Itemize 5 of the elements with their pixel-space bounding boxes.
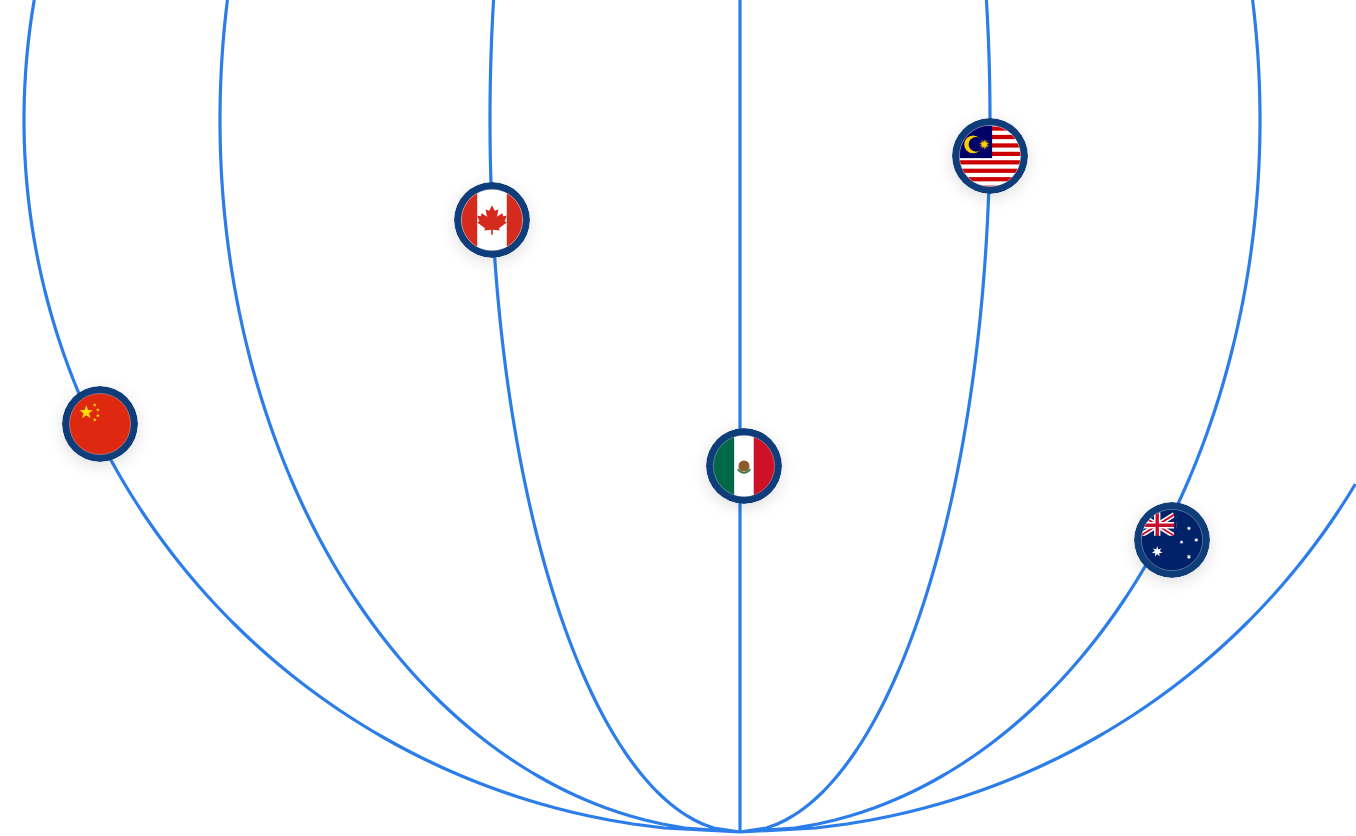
australia-flag-icon xyxy=(1134,502,1210,578)
china-flag-icon xyxy=(62,386,138,462)
malaysia-flag-icon xyxy=(952,118,1028,194)
mexico-flag-icon xyxy=(706,428,782,504)
canada-flag-icon xyxy=(454,182,530,258)
